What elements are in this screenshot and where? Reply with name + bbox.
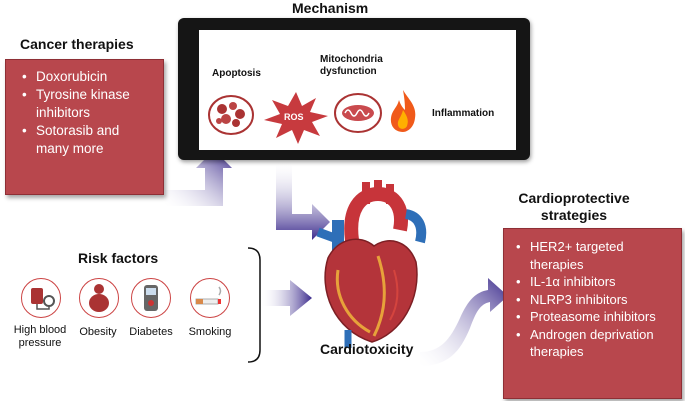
mitochondria-label-line1: Mitochondria bbox=[320, 54, 383, 65]
risk-factor-label-line1: High blood bbox=[13, 324, 67, 336]
cancer-therapies-box: Doxorubicin Tyrosine kinase inhibitors S… bbox=[5, 59, 164, 195]
heart-illustration bbox=[316, 180, 427, 348]
cardioprotective-title-line1: Cardioprotective bbox=[518, 190, 630, 206]
arrow-heart-to-protect bbox=[420, 278, 508, 366]
strategy-item: HER2+ targeted therapies bbox=[516, 238, 673, 273]
risk-factor-label: High blood pressure bbox=[2, 324, 78, 350]
cardioprotective-box: HER2+ targeted therapies IL-1α inhibitor… bbox=[503, 228, 682, 399]
risk-factors-title: Risk factors bbox=[78, 250, 159, 266]
ros-burst-icon bbox=[264, 92, 328, 144]
mitochondria-label-line2: dysfunction bbox=[320, 66, 377, 77]
glucometer-icon bbox=[131, 278, 171, 318]
mitochondria-icon bbox=[334, 93, 382, 133]
inflammation-label: Inflammation bbox=[432, 108, 495, 119]
risk-factor-label-line2: pressure bbox=[18, 337, 62, 349]
strategy-item: IL-1α inhibitors bbox=[516, 273, 673, 291]
risk-factor-label: Obesity bbox=[79, 326, 117, 338]
strategy-item: NLRP3 inhibitors bbox=[516, 291, 673, 309]
arrow-mechanism-to-heart bbox=[276, 162, 330, 240]
cardioprotective-title: Cardioprotective strategies bbox=[504, 190, 644, 224]
strategy-item: Androgen deprivation therapies bbox=[516, 326, 673, 361]
cancer-therapy-item: Tyrosine kinase inhibitors bbox=[22, 86, 155, 122]
flame-icon bbox=[390, 90, 416, 132]
risk-factor-label: Diabetes bbox=[129, 326, 173, 338]
apoptosis-cell-icon bbox=[208, 95, 254, 135]
arrow-risk-to-heart bbox=[262, 280, 312, 316]
cigarette-icon bbox=[190, 278, 230, 318]
cancer-therapy-item: Doxorubicin bbox=[22, 68, 155, 86]
arrow-cancer-to-mechanism bbox=[165, 150, 232, 206]
risk-factor-label: Smoking bbox=[188, 326, 232, 338]
ros-label: ROS bbox=[284, 112, 304, 122]
apoptosis-label: Apoptosis bbox=[212, 68, 261, 79]
risk-factors-bracket bbox=[247, 247, 261, 363]
obesity-icon bbox=[79, 278, 119, 318]
strategy-item: Proteasome inhibitors bbox=[516, 308, 673, 326]
mechanism-title: Mechanism bbox=[292, 0, 369, 16]
blood-pressure-icon bbox=[21, 278, 61, 318]
mitochondria-label: Mitochondria dysfunction bbox=[320, 54, 383, 78]
cardioprotective-title-line2: strategies bbox=[540, 207, 608, 223]
cancer-therapy-item: Sotorasib and many more bbox=[22, 122, 155, 158]
cancer-therapies-title: Cancer therapies bbox=[20, 36, 134, 52]
cardiotoxicity-label: Cardiotoxicity bbox=[320, 341, 414, 357]
